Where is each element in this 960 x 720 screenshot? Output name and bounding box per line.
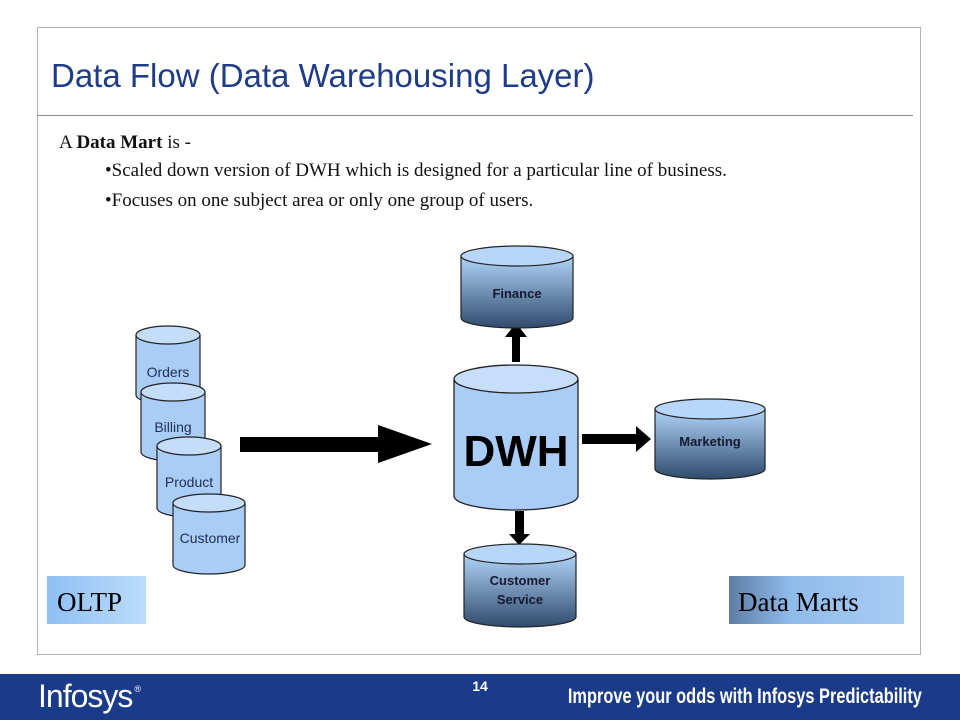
arrow-dwh-to-customer-service [509,511,530,545]
intro-term: Data Mart [76,132,163,153]
infosys-logo: Infosys® [38,678,141,715]
oltp-label-product: Product [165,474,213,490]
oltp-cylinder-customer: Customer [172,493,246,575]
customer-service-label-line1: Customer [490,573,551,588]
finance-label: Finance [492,286,541,301]
customer-service-label-line2: Service [497,592,543,607]
logo-text: Infosys [38,678,133,714]
oltp-label-customer: Customer [180,530,241,546]
arrow-dwh-to-marketing [582,426,651,452]
datamart-marketing: Marketing [654,398,766,480]
title-divider [37,115,913,116]
data-marts-caption: Data Marts [738,587,859,617]
footer-bar: Infosys® 14 Improve your odds with Infos… [0,674,960,720]
oltp-label-box: OLTP [47,576,146,624]
intro-prefix: A [59,132,77,153]
marketing-label: Marketing [679,434,740,449]
bullet-item: •Scaled down version of DWH which is des… [105,160,727,181]
oltp-label-orders: Orders [147,364,190,380]
oltp-caption: OLTP [57,587,122,617]
slide-title: Data Flow (Data Warehousing Layer) [51,57,595,94]
dwh-label: DWH [463,427,568,476]
bullet-item: •Focuses on one subject area or only one… [105,190,534,211]
arrow-dwh-to-finance [505,323,527,362]
arrow-oltp-to-dwh [240,425,432,463]
footer-tagline: Improve your odds with Infosys Predictab… [567,685,922,708]
data-flow-diagram: Orders Billing Product Customer DWH Fina… [47,245,904,628]
registered-mark: ® [134,684,141,694]
data-marts-label-box: Data Marts [729,576,904,624]
datamart-customer-service: Customer Service [463,543,577,628]
datamart-finance: Finance [460,245,574,329]
intro-line: A Data Mart is - [59,132,191,154]
page-number: 14 [472,678,488,694]
oltp-label-billing: Billing [154,419,191,435]
intro-suffix: is - [162,132,191,153]
dwh-cylinder: DWH [453,364,579,511]
